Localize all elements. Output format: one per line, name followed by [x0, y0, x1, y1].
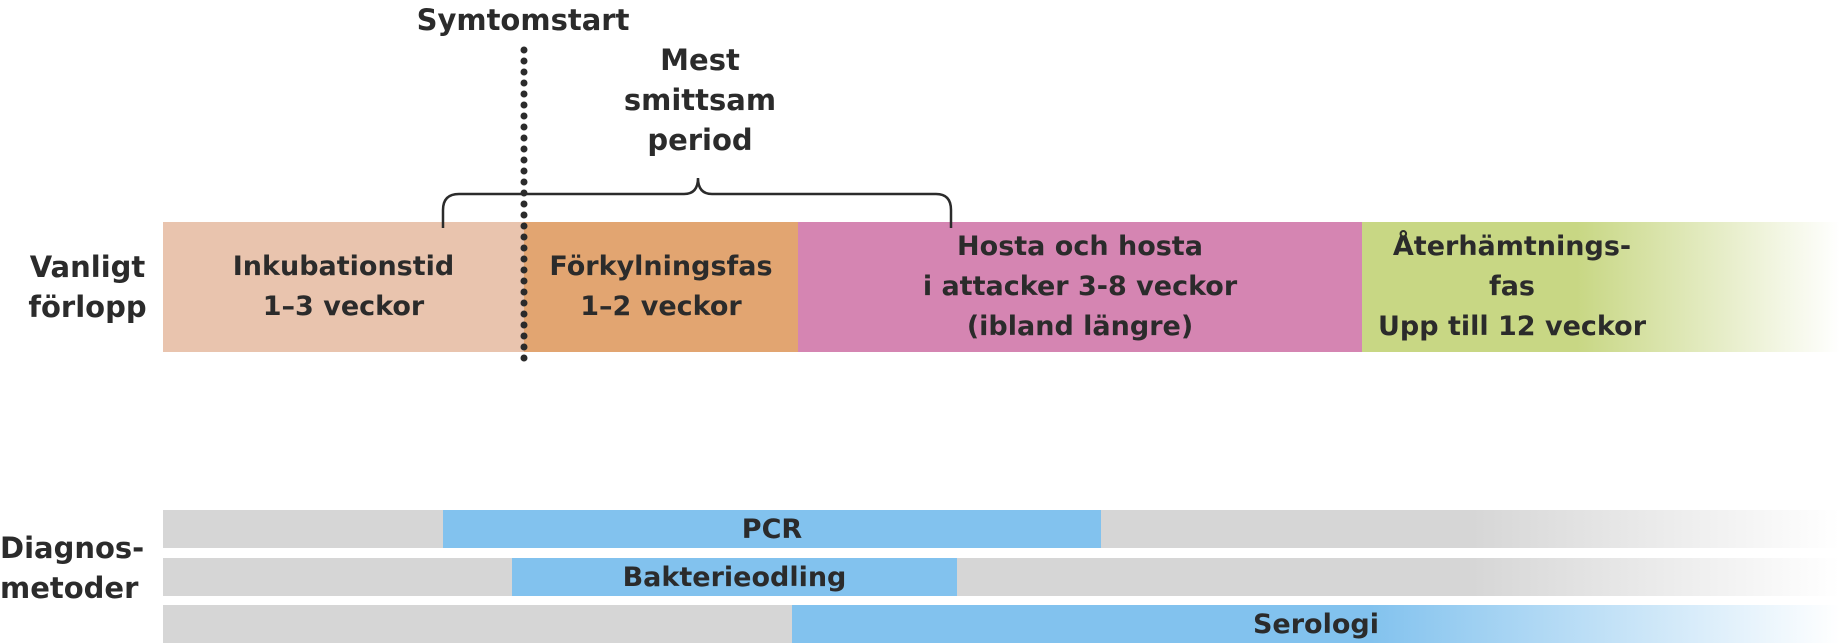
phase-cough: Hosta och hosta i attacker 3-8 veckor (i…	[798, 222, 1362, 352]
symptom-start-label: Symtomstart	[416, 3, 630, 37]
track-culture	[163, 558, 1840, 596]
row-label-diagnostic-methods: Diagnos- metoder	[0, 531, 145, 605]
method-pcr: PCR	[443, 510, 1101, 548]
method-serology: Serologi	[792, 605, 1840, 643]
phase-recovery: Återhämtnings- fas Upp till 12 veckor	[1362, 222, 1840, 352]
row-label-typical-course: Vanligt förlopp	[28, 250, 147, 324]
phase-cold: Förkylningsfas 1–2 veckor	[524, 222, 798, 352]
phase-incubation: Inkubationstid 1–3 veckor	[163, 222, 524, 352]
most-contagious-label: Mest smittsam period	[623, 43, 777, 157]
method-culture: Bakterieodling	[512, 558, 957, 596]
